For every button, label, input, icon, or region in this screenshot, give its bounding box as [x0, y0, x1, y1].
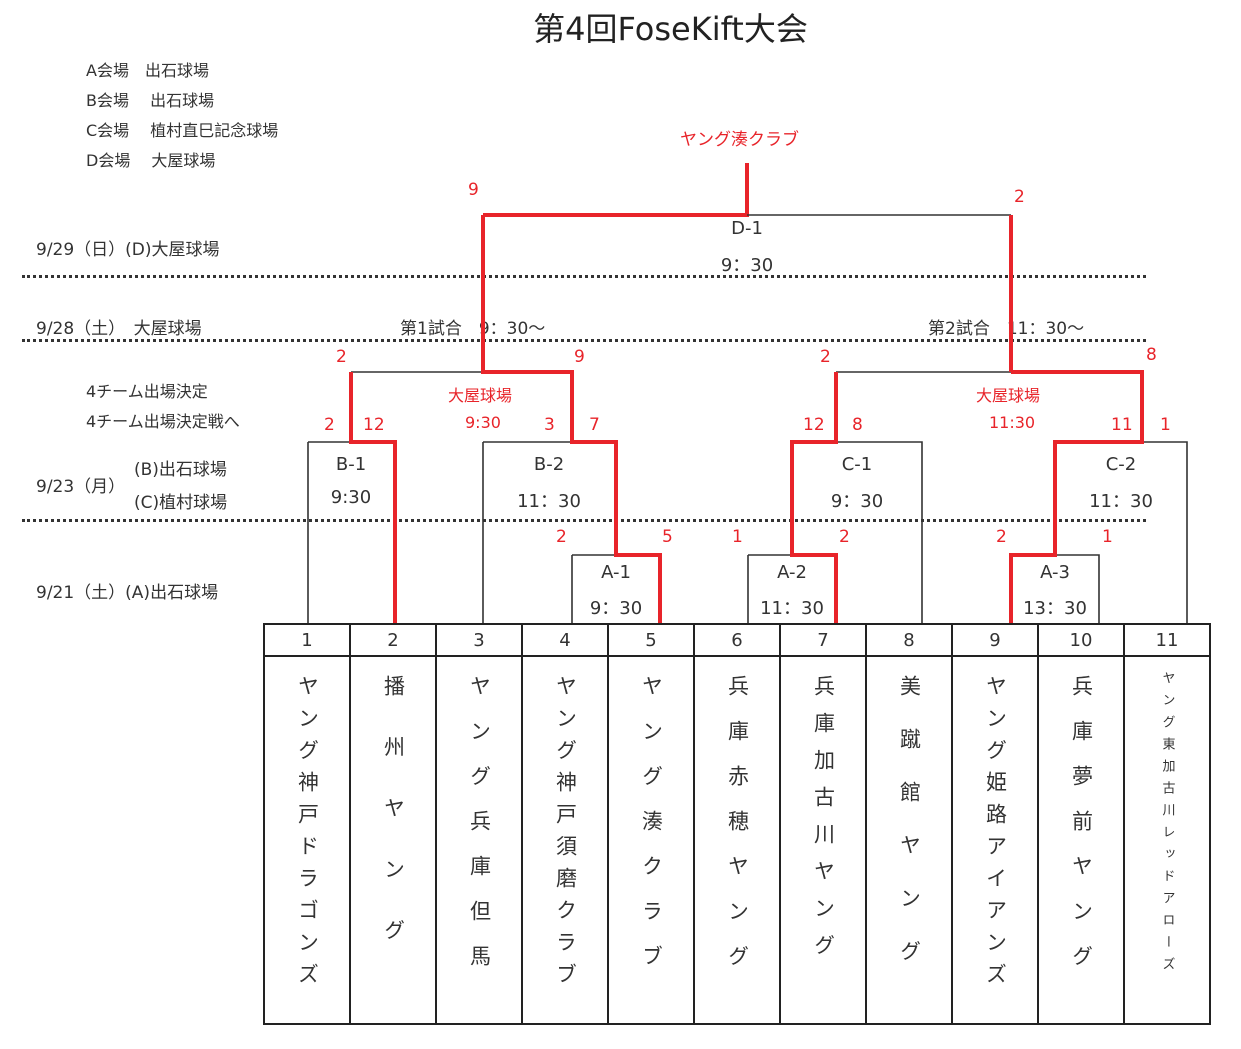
team-name-row: ヤング神戸ドラゴンズ 播州ヤング ヤング兵庫但馬 ヤング神戸須磨クラブ ヤング湊… [263, 655, 1211, 1025]
game-a1-name: A-1 [601, 562, 631, 583]
score-a3-right: 1 [1102, 527, 1113, 547]
team-number: 1 [263, 623, 351, 657]
game-c2-name: C-2 [1105, 454, 1137, 475]
venue-c: C会場 植村直巳記念球場 [86, 121, 279, 140]
date-923: 9/23（月） [36, 477, 126, 497]
game-c2-time: 11：30 [1089, 491, 1153, 512]
score-c1-left: 12 [803, 415, 825, 435]
game-a2-name: A-2 [777, 562, 807, 583]
score-final-left: 9 [468, 180, 479, 200]
date-929: 9/29（日）(D)大屋球場 [36, 240, 220, 260]
score-b2-right: 7 [589, 415, 600, 435]
divider-929 [22, 275, 1146, 278]
team-cell: ヤング神戸ドラゴンズ [263, 655, 351, 1025]
score-b1-right: 12 [363, 415, 385, 435]
session-second: 第2試合 11：30～ [928, 319, 1085, 339]
team-cell: 美蹴館ヤング [865, 655, 953, 1025]
team-table: 1 2 3 4 5 6 7 8 9 10 11 ヤング神戸ドラゴンズ 播州ヤング… [263, 623, 1211, 1025]
team-cell: ヤング東加古川レッドアローズ [1123, 655, 1211, 1025]
champion-name: ヤング湊クラブ [680, 130, 799, 150]
score-a2-left: 1 [732, 527, 743, 547]
score-c2-left: 11 [1111, 415, 1133, 435]
team-number: 3 [435, 623, 523, 657]
game-b2-name: B-2 [533, 454, 565, 475]
date-923-c: (C)植村球場 [134, 493, 228, 513]
note-qualify: 4チーム出場決定 [86, 382, 208, 401]
venue-a: A会場 出石球場 [86, 61, 209, 80]
game-b2-time: 11：30 [517, 491, 581, 512]
team-number: 4 [521, 623, 609, 657]
score-a3-left: 2 [996, 527, 1007, 547]
team-name: ヤング神戸ドラゴンズ [295, 675, 320, 995]
team-name: 兵庫赤穂ヤング [725, 675, 750, 990]
score-final-right: 2 [1014, 187, 1025, 207]
team-name: 播州ヤング [381, 675, 406, 980]
score-b1-left: 2 [324, 415, 335, 435]
date-928: 9/28（土） 大屋球場 [36, 319, 202, 339]
score-a1-left: 2 [556, 527, 567, 547]
team-number: 8 [865, 623, 953, 657]
team-name: ヤング湊クラブ [639, 675, 664, 990]
semi-left-time: 9:30 [465, 413, 501, 432]
score-a1-right: 5 [662, 527, 673, 547]
team-number: 7 [779, 623, 867, 657]
team-number: 2 [349, 623, 437, 657]
game-a3-time: 13：30 [1023, 598, 1087, 619]
team-cell: ヤング兵庫但馬 [435, 655, 523, 1025]
team-cell: 兵庫夢前ヤング [1037, 655, 1125, 1025]
team-number: 11 [1123, 623, 1211, 657]
team-number: 6 [693, 623, 781, 657]
team-number: 5 [607, 623, 695, 657]
game-a3-name: A-3 [1040, 562, 1070, 583]
game-c1-name: C-1 [841, 454, 873, 475]
team-name: 兵庫加古川ヤング [811, 675, 836, 971]
team-cell: 兵庫赤穂ヤング [693, 655, 781, 1025]
game-b1-time: 9:30 [330, 487, 372, 508]
venue-b: B会場 出石球場 [86, 91, 215, 110]
score-semi2-left: 2 [820, 347, 831, 367]
score-c1-right: 8 [852, 415, 863, 435]
team-cell: ヤング神戸須磨クラブ [521, 655, 609, 1025]
game-d1-time: 9：30 [720, 255, 774, 276]
note-playoff: 4チーム出場決定戦へ [86, 412, 240, 431]
semi-right-venue: 大屋球場 [976, 386, 1041, 405]
score-a2-right: 2 [839, 527, 850, 547]
team-name: 兵庫夢前ヤング [1069, 675, 1094, 990]
divider-923 [22, 519, 1146, 522]
team-cell: 兵庫加古川ヤング [779, 655, 867, 1025]
team-number: 10 [1037, 623, 1125, 657]
semi-right-time: 11:30 [989, 413, 1036, 432]
game-c1-time: 9：30 [830, 491, 884, 512]
venue-d: D会場 大屋球場 [86, 151, 216, 170]
team-cell: ヤング姫路アイアンズ [951, 655, 1039, 1025]
team-name: 美蹴館ヤング [897, 675, 922, 993]
team-name: ヤング兵庫但馬 [467, 675, 492, 990]
session-first: 第1試合 9：30～ [400, 319, 546, 339]
game-b1-name: B-1 [335, 454, 367, 475]
page-title: 第4回FoseKift大会 [533, 10, 808, 48]
team-number-row: 1 2 3 4 5 6 7 8 9 10 11 [263, 623, 1211, 657]
date-921: 9/21（土）(A)出石球場 [36, 583, 219, 603]
team-cell: 播州ヤング [349, 655, 437, 1025]
date-923-b: (B)出石球場 [134, 460, 227, 480]
team-name: ヤング姫路アイアンズ [983, 675, 1008, 995]
divider-928 [22, 339, 1146, 342]
team-name: ヤング東加古川レッドアローズ [1159, 671, 1175, 979]
score-c2-right: 1 [1160, 415, 1171, 435]
score-b2-left: 3 [544, 415, 555, 435]
score-semi2-right: 8 [1146, 345, 1157, 365]
team-number: 9 [951, 623, 1039, 657]
game-a2-time: 11：30 [760, 598, 824, 619]
score-semi1-right: 9 [574, 347, 585, 367]
team-cell: ヤング湊クラブ [607, 655, 695, 1025]
game-d1-name: D-1 [731, 218, 763, 239]
team-name: ヤング神戸須磨クラブ [553, 675, 578, 995]
score-semi1-left: 2 [336, 347, 347, 367]
semi-left-venue: 大屋球場 [448, 386, 513, 405]
game-a1-time: 9：30 [589, 598, 643, 619]
